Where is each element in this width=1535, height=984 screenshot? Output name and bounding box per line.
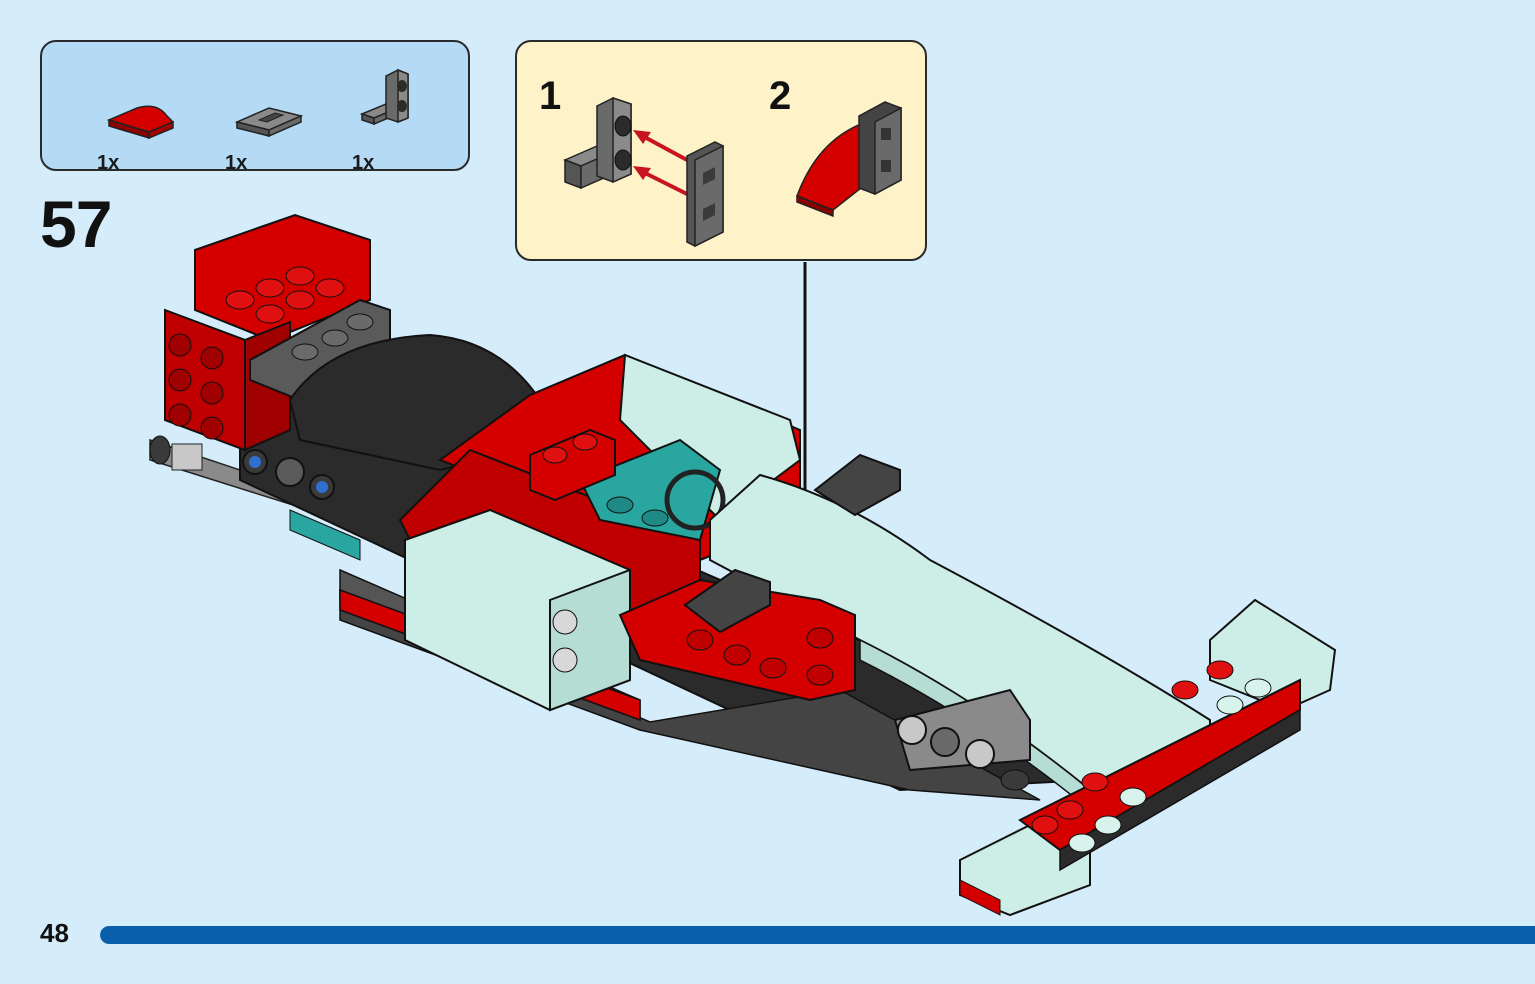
liftarm xyxy=(893,688,1031,791)
side-pins xyxy=(242,449,335,500)
dark-gray-bracket-icon xyxy=(359,68,409,126)
progress-bar xyxy=(100,926,1535,944)
page-number: 48 xyxy=(40,918,69,948)
bracket-icon xyxy=(563,96,632,190)
red-slope-with-tile-icon xyxy=(796,101,902,218)
part-quantity: 1x xyxy=(97,152,120,174)
assembly-arrow-icon xyxy=(633,130,688,196)
front-wing xyxy=(959,598,1337,917)
rear-wing xyxy=(164,213,371,452)
dark-gray-tile-grille-icon xyxy=(234,107,304,138)
sub-assembly-callout: 1 2 xyxy=(515,40,927,261)
red-plate xyxy=(529,428,616,502)
callout-illustration xyxy=(563,96,902,248)
part-item: 1x xyxy=(352,62,452,174)
sub-step-label: 2 xyxy=(769,74,792,118)
dark-gray-tiles xyxy=(683,453,901,634)
step-number: 57 xyxy=(40,187,112,261)
tile-grille-icon xyxy=(686,141,724,248)
cockpit xyxy=(578,438,726,542)
red-slope-curved-icon xyxy=(106,105,175,140)
part-item: 1x xyxy=(225,62,325,174)
red-center-block xyxy=(618,578,856,702)
sub-step-label: 1 xyxy=(539,74,562,118)
parts-list-box: 1x 1x 1x xyxy=(40,40,470,174)
part-quantity: 1x xyxy=(352,152,375,174)
part-quantity: 1x xyxy=(225,152,248,174)
progress-bar-fill xyxy=(100,926,1535,944)
part-item: 1x xyxy=(97,62,197,174)
